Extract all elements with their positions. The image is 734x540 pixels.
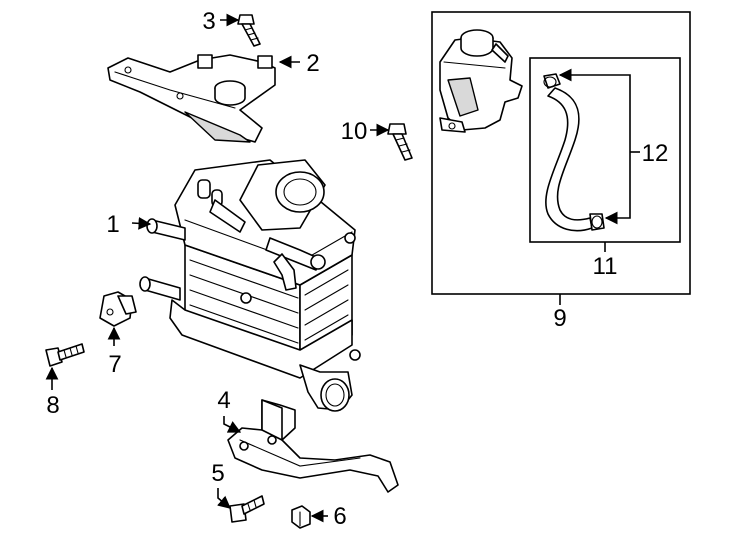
part-intercooler[interactable] xyxy=(139,159,361,412)
callout-labels: 1 2 3 4 5 6 7 8 9 10 11 12 xyxy=(46,8,668,530)
part-nut-6[interactable] xyxy=(291,505,311,529)
kit-box-9 xyxy=(431,11,691,295)
callout-1: 1 xyxy=(106,211,119,238)
part-coolant-reservoir[interactable] xyxy=(439,29,523,133)
callout-12: 12 xyxy=(642,140,669,167)
part-bolt-10[interactable] xyxy=(387,123,413,161)
callout-10: 10 xyxy=(341,118,368,145)
leader-lines xyxy=(45,13,640,523)
callout-6: 6 xyxy=(333,503,346,530)
part-bolt-3[interactable] xyxy=(237,14,261,47)
callout-9: 9 xyxy=(553,305,566,332)
part-bolt-5[interactable] xyxy=(229,495,265,523)
callout-8: 8 xyxy=(46,392,59,419)
callout-5: 5 xyxy=(211,460,224,487)
callout-3: 3 xyxy=(202,8,215,35)
part-bolt-8[interactable] xyxy=(45,343,85,367)
part-hose-12[interactable] xyxy=(543,73,605,232)
part-lower-bracket[interactable] xyxy=(227,399,399,493)
callout-11: 11 xyxy=(593,253,618,280)
part-upper-bracket[interactable] xyxy=(107,54,276,143)
callout-4: 4 xyxy=(217,387,230,414)
callout-7: 7 xyxy=(108,351,121,378)
callout-2: 2 xyxy=(306,50,319,77)
part-sensor[interactable] xyxy=(99,291,137,327)
